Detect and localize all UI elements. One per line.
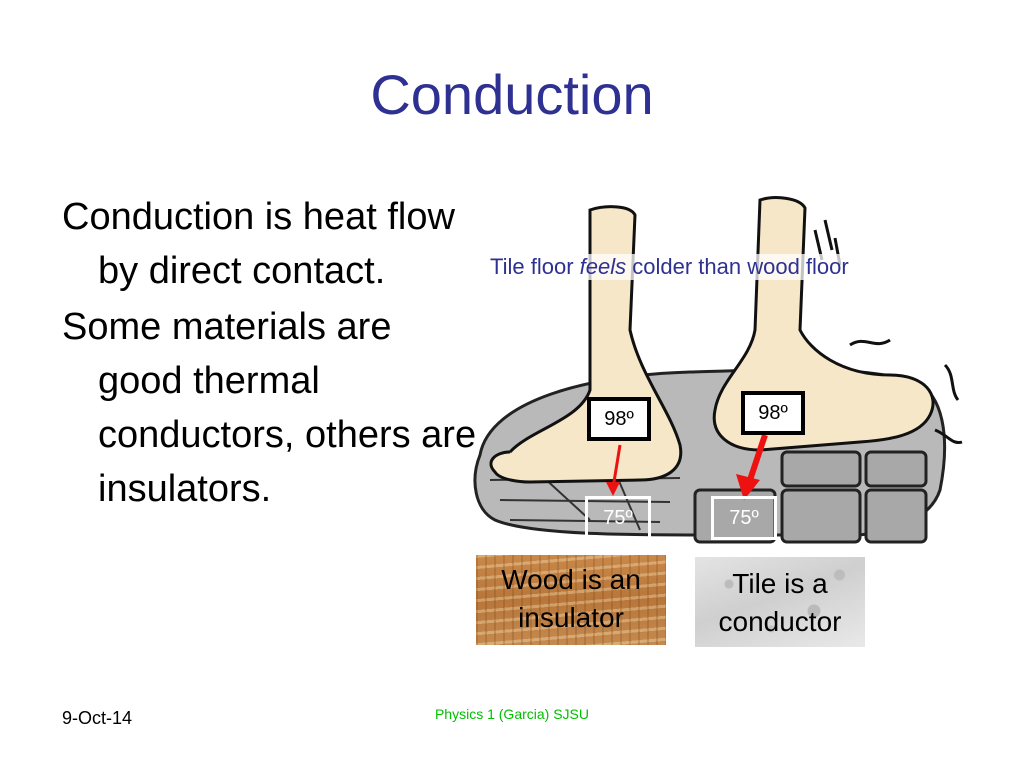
tile-label: Tile is a conductor [695, 557, 865, 647]
caption-start: Tile floor [490, 254, 580, 279]
bullet-item: Conduction is heat flow by direct contac… [62, 196, 455, 292]
left-foot-temp: 98º [587, 397, 651, 441]
caption-emphasis: feels [579, 254, 627, 279]
floor-tiles [693, 450, 928, 544]
bullet-list: Conduction is heat flow by direct contac… [62, 190, 482, 518]
slide-title: Conduction [370, 63, 654, 126]
tile-arrow-head [736, 474, 760, 500]
footer-date: 9-Oct-14 [62, 708, 133, 728]
wood-arrow-head [606, 482, 620, 496]
right-foot-temp: 98º [741, 391, 805, 435]
illustration-caption: Tile floor feels colder than wood floor [490, 254, 965, 280]
wood-arrow [611, 444, 622, 489]
tile-floor-temp: 75º [711, 496, 777, 540]
wood-label: Wood is an insulator [476, 555, 666, 645]
footer-course: Physics 1 (Garcia) SJSU [434, 706, 590, 722]
bullet-item: Some materials are good thermal conducto… [62, 306, 477, 510]
tile-arrow [747, 434, 768, 481]
left-toes [489, 450, 531, 484]
wood-floor-temp: 75º [585, 496, 651, 540]
caption-end: colder than wood floor [626, 254, 849, 279]
